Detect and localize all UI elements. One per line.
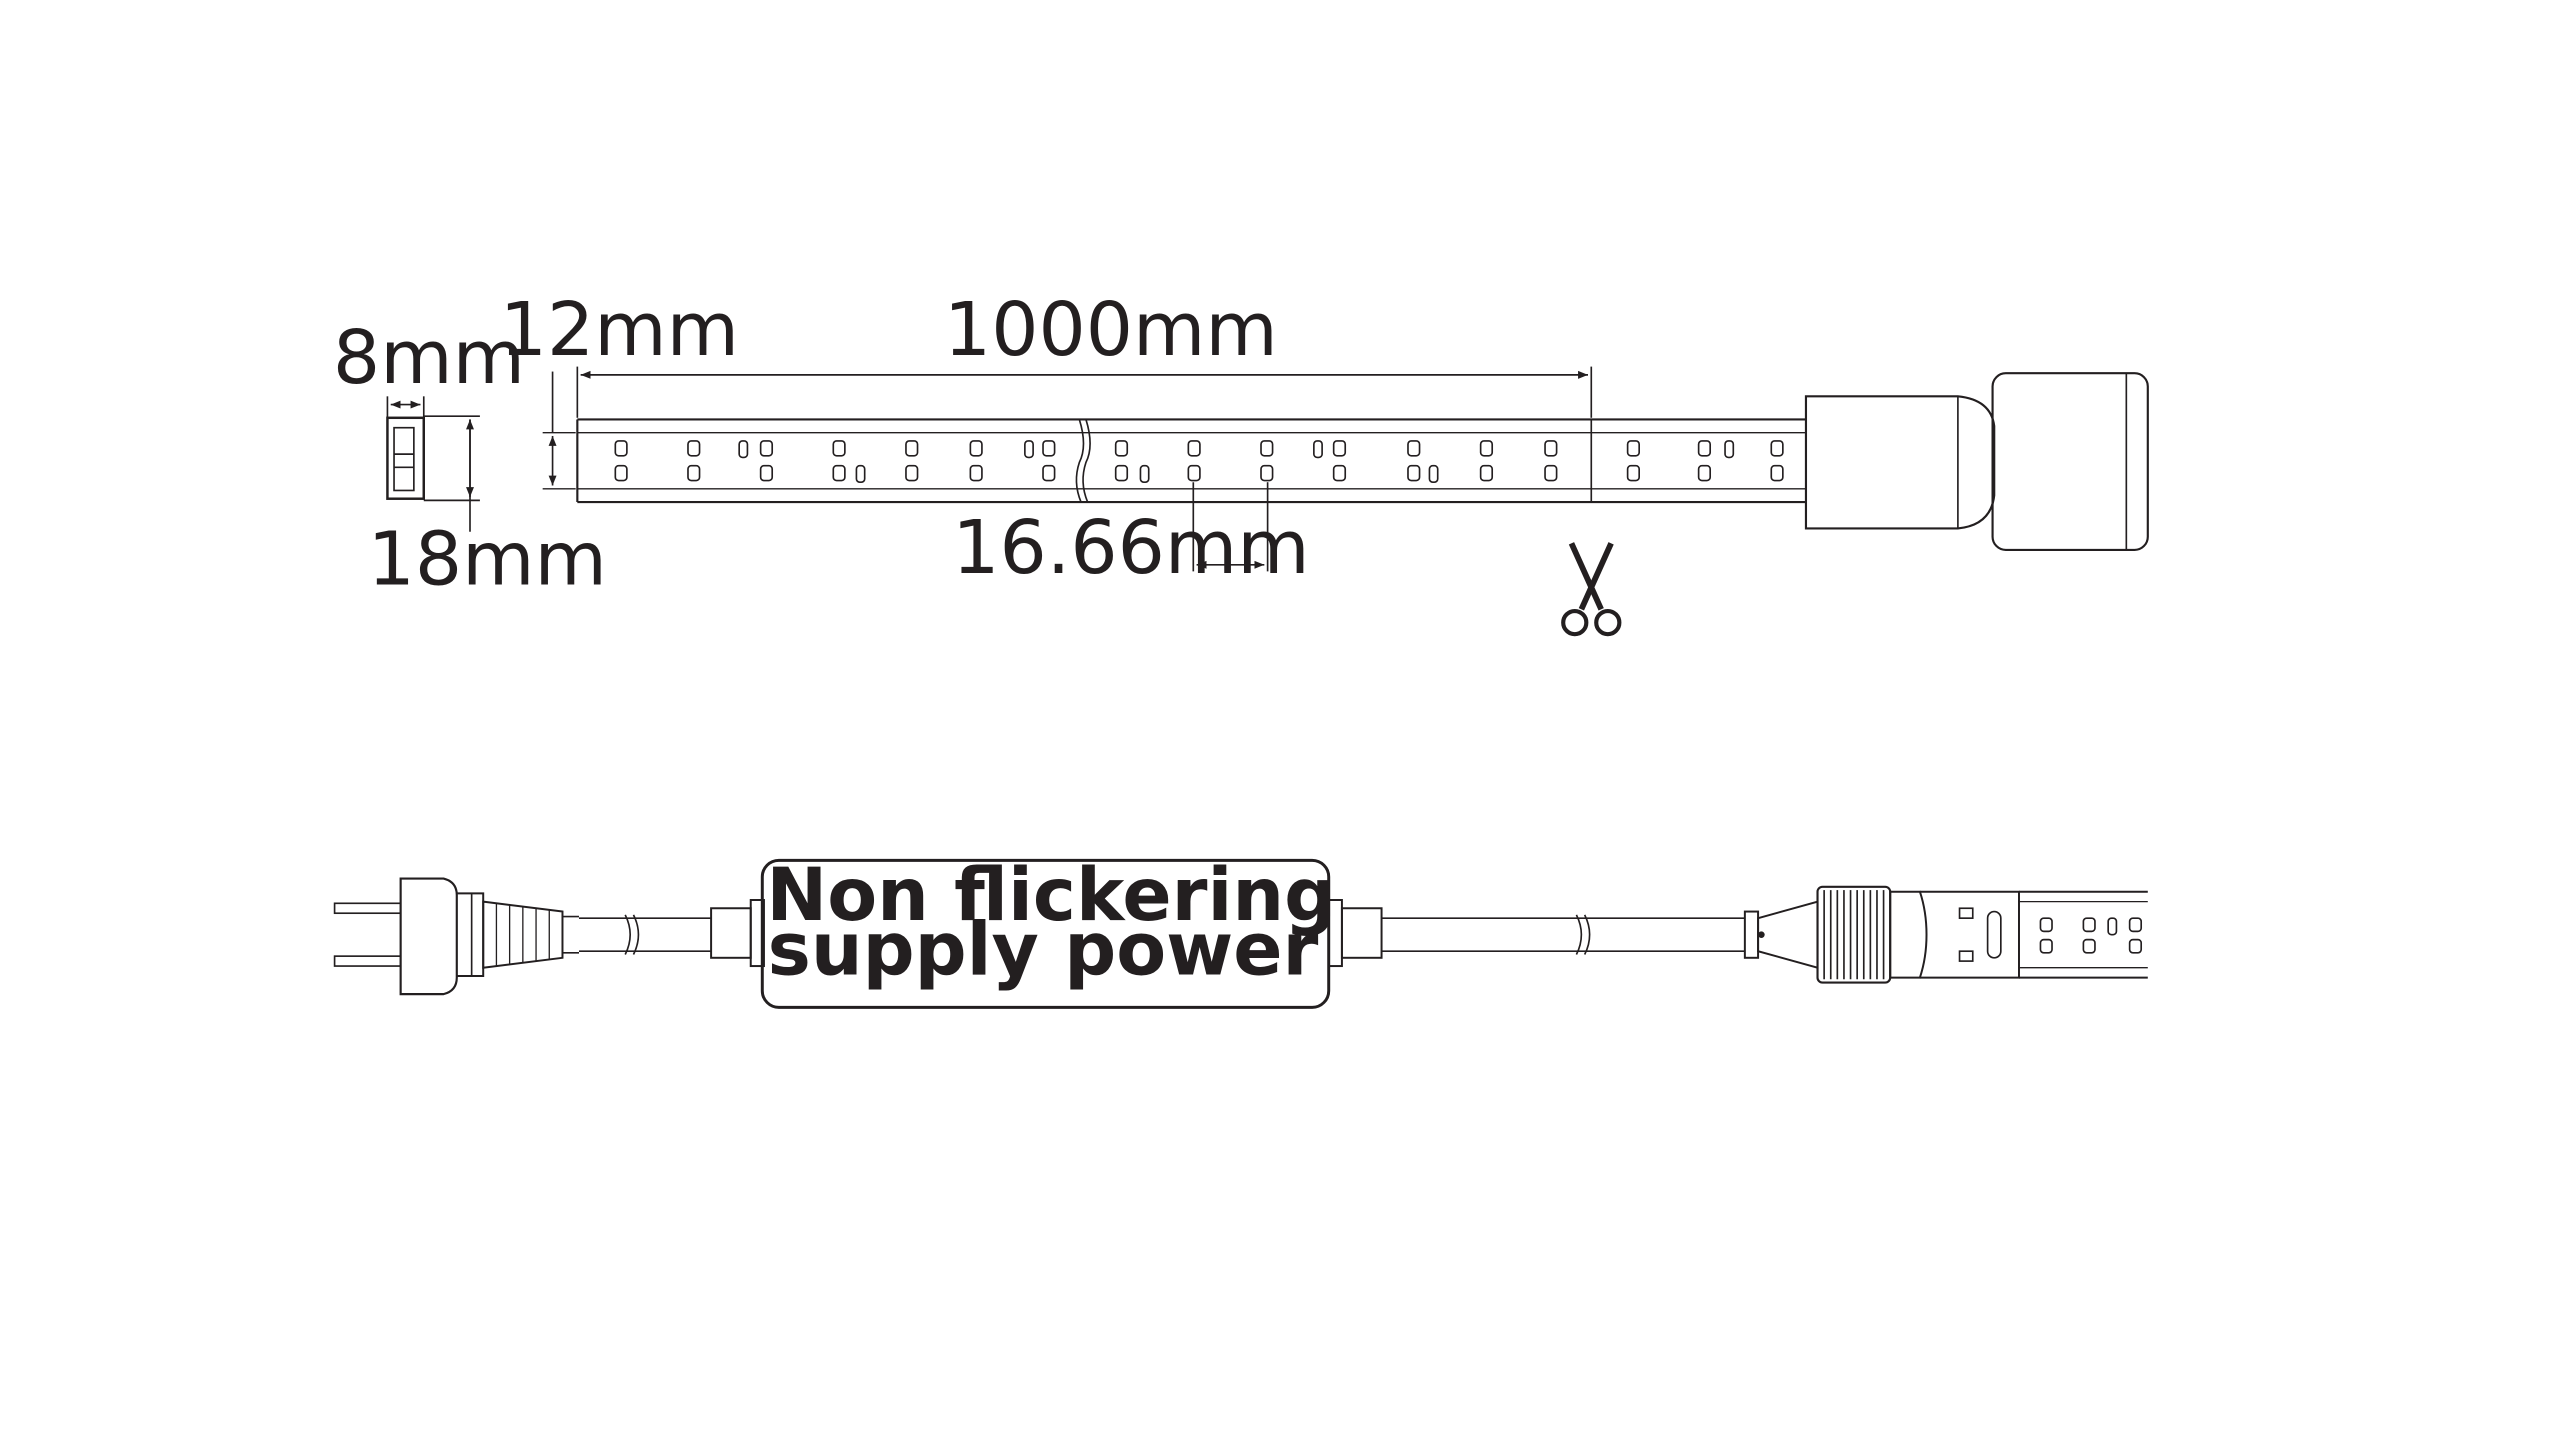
resistor-chip	[1724, 440, 1735, 459]
led-chip	[1260, 440, 1274, 457]
led-chip	[905, 440, 919, 457]
resistor-chip	[1313, 440, 1323, 459]
led-chip	[2039, 917, 2053, 933]
led-chip	[2082, 938, 2096, 954]
cross-section-profile	[386, 396, 480, 532]
led-chip	[687, 440, 701, 457]
power-supply-label-line1: Non flickering	[766, 854, 1336, 938]
led-chip	[969, 464, 983, 482]
scissors-icon	[1561, 542, 1622, 637]
led-chip	[1770, 464, 1784, 482]
led-chip	[1407, 464, 1421, 482]
led-chip	[1114, 464, 1129, 482]
length-dimension	[576, 366, 1593, 418]
strip-width-label: 12mm	[500, 286, 739, 373]
led-chip	[2039, 938, 2053, 954]
screw-connector-icon	[1743, 885, 1928, 984]
led-chip	[1697, 464, 1712, 482]
power-plug-icon	[333, 877, 579, 996]
led-chip	[759, 440, 774, 457]
led-chip	[759, 464, 774, 482]
led-chip	[832, 464, 846, 482]
led-chip	[614, 440, 628, 457]
height-dimension-label: 18mm	[368, 516, 607, 603]
power-supply-label-line2: supply power	[768, 908, 1319, 992]
resistor-chip	[1428, 464, 1439, 484]
led-chip	[905, 464, 919, 482]
led-chip-row	[614, 440, 1784, 484]
led-chip	[1187, 440, 1201, 457]
led-chip	[1407, 440, 1421, 457]
length-dimension-label: 1000mm	[944, 286, 1278, 373]
led-chip	[614, 464, 628, 482]
led-strip-top	[576, 372, 2149, 551]
led-chip	[1114, 440, 1129, 457]
led-chip	[1042, 464, 1056, 482]
pitch-dimension	[1192, 482, 1269, 572]
led-chip	[969, 440, 983, 457]
resistor-chip	[738, 440, 749, 459]
resistor-chip	[2107, 917, 2118, 936]
led-chip	[1187, 464, 1201, 482]
led-chip	[2082, 917, 2096, 933]
led-chip	[2128, 938, 2143, 954]
led-chip	[1544, 464, 1558, 482]
led-chip	[1544, 440, 1558, 457]
led-chip	[1479, 440, 1494, 457]
resistor-chip	[1139, 464, 1150, 484]
led-chip	[1042, 440, 1056, 457]
led-chip	[1332, 464, 1347, 482]
width-dimension-label: 8mm	[333, 314, 525, 401]
led-chip	[1770, 440, 1784, 457]
power-cable-assembly	[333, 858, 2148, 1009]
led-chip	[1626, 464, 1640, 482]
led-chip	[832, 440, 846, 457]
led-chip	[687, 464, 701, 482]
led-strip-short-segment	[1919, 890, 2148, 979]
led-chip	[1260, 464, 1274, 482]
led-chip	[1697, 440, 1712, 457]
resistor-chip	[1024, 440, 1034, 459]
led-chip	[1332, 440, 1347, 457]
resistor-chip	[855, 464, 866, 484]
led-chip	[1479, 464, 1494, 482]
strip-width-dimension	[542, 371, 576, 490]
pitch-dimension-label: 16.66mm	[952, 504, 1309, 591]
led-chip	[2128, 917, 2143, 933]
led-chip	[1626, 440, 1640, 457]
